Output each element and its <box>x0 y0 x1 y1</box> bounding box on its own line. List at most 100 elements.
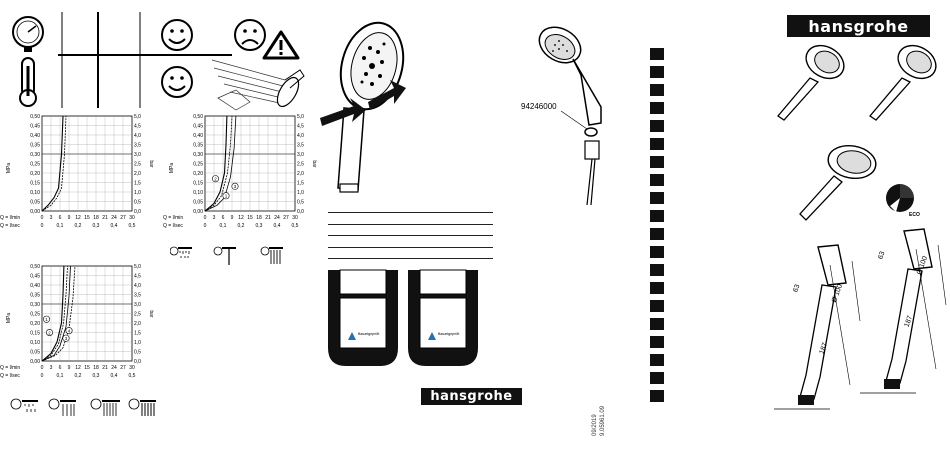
certification-triangle-icon <box>348 332 356 340</box>
y-left-tick-label: 0,45 <box>30 124 40 130</box>
x-lmin-tick-label: 27 <box>120 365 126 371</box>
x-lmin-tick-label: 15 <box>84 365 90 371</box>
y-left-tick-label: 0,00 <box>30 359 40 365</box>
series-line <box>41 265 76 362</box>
x-axis-label-lsec: Q = l/sec <box>163 223 183 229</box>
x-lsec-tick-label: 0 <box>204 223 207 229</box>
series-marker <box>231 182 239 190</box>
x-lsec-tick-label: 0,4 <box>111 223 118 229</box>
y-left-tick-label: 0,30 <box>30 302 40 308</box>
x-lmin-tick-label: 6 <box>222 215 225 221</box>
series-marker-label: 3 <box>234 184 237 189</box>
y-right-tick-label: 5,0 <box>297 114 304 120</box>
y-left-tick-label: 0,45 <box>193 124 203 130</box>
y-right-tick-label: 0,0 <box>134 209 141 215</box>
spray-mode-selector-row-2 <box>10 398 156 416</box>
dimension-drawing-2 <box>860 228 947 394</box>
y-left-tick-label: 0,50 <box>30 114 40 120</box>
hand-shower-parts-illustration <box>538 26 602 205</box>
x-lmin-tick-label: 18 <box>256 215 262 221</box>
y-right-tick-label: 0,0 <box>134 359 141 365</box>
x-lsec-tick-label: 0 <box>41 223 44 229</box>
y-left-tick-label: 0,15 <box>30 181 40 187</box>
x-lmin-tick-label: 9 <box>68 365 71 371</box>
y-left-tick-label: 0,05 <box>193 200 203 206</box>
series-marker <box>222 192 230 200</box>
x-lmin-tick-label: 18 <box>93 215 99 221</box>
x-lmin-tick-label: 30 <box>292 215 298 221</box>
series-marker <box>62 334 70 342</box>
x-lsec-tick-label: 0 <box>41 373 44 379</box>
x-lsec-tick-label: 0,2 <box>75 223 82 229</box>
x-lmin-tick-label: 12 <box>238 215 244 221</box>
x-lmin-tick-label: 24 <box>111 215 117 221</box>
brand-logo-header: hansgrohe <box>787 15 930 37</box>
language-tabs-sidebar <box>650 48 664 408</box>
y-right-tick-label: 0,0 <box>297 209 304 215</box>
pressure-temperature-header <box>12 12 305 111</box>
svg-text:Bauartgeprüft: Bauartgeprüft <box>358 332 379 336</box>
series-marker-label: 2 <box>214 177 217 182</box>
x-axis-label-lmin: Q = l/min <box>0 215 20 221</box>
x-lsec-tick-label: 0,5 <box>129 373 136 379</box>
x-lsec-tick-label: 0,1 <box>57 223 64 229</box>
intense-spray-icon <box>260 246 283 264</box>
sad-face-icon <box>234 19 266 51</box>
rain-spray-icon <box>170 246 192 258</box>
x-axis-label-lmin: Q = l/min <box>0 365 20 371</box>
y-axis-label-mpa: MPa <box>6 163 12 174</box>
y-axis-label-mpa: MPa <box>169 163 175 174</box>
y-right-tick-label: 2,5 <box>297 162 304 168</box>
series-marker-label: 1 <box>45 317 48 322</box>
y-right-tick-label: 1,5 <box>297 181 304 187</box>
series-line <box>41 265 68 362</box>
y-right-tick-label: 3,0 <box>134 152 141 158</box>
hand-shower-variants <box>777 44 937 121</box>
y-left-tick-label: 0,40 <box>193 133 203 139</box>
x-lmin-tick-label: 6 <box>59 215 62 221</box>
y-left-tick-label: 0,10 <box>30 340 40 346</box>
certification-holder-2: Bauartgeprüft <box>408 269 478 366</box>
y-left-tick-label: 0,30 <box>30 152 40 158</box>
y-right-tick-label: 4,5 <box>134 274 141 280</box>
y-left-tick-label: 0,05 <box>30 350 40 356</box>
y-left-tick-label: 0,15 <box>193 181 203 187</box>
mix-spray-icon <box>48 398 76 416</box>
series-line <box>41 265 71 362</box>
x-lmin-tick-label: 30 <box>129 215 135 221</box>
y-right-tick-label: 2,5 <box>134 312 141 318</box>
x-lmin-tick-label: 24 <box>111 365 117 371</box>
x-lsec-tick-label: 0,2 <box>75 373 82 379</box>
x-axis-label-lmin: Q = l/min <box>163 215 183 221</box>
y-right-tick-label: 4,0 <box>297 133 304 139</box>
y-left-tick-label: 0,45 <box>30 274 40 280</box>
y-right-tick-label: 1,5 <box>134 331 141 337</box>
series-marker-label: 2 <box>48 330 51 335</box>
y-right-tick-label: 3,5 <box>134 143 141 149</box>
series-marker <box>45 329 53 337</box>
y-left-tick-label: 0,00 <box>30 209 40 215</box>
y-right-tick-label: 0,5 <box>134 350 141 356</box>
y-right-tick-label: 4,0 <box>134 283 141 289</box>
dimension-drawings <box>774 228 947 410</box>
brand-logo: hansgrohe <box>421 388 522 405</box>
y-right-tick-label: 4,5 <box>134 124 141 130</box>
pressure-gauge-icon <box>12 16 44 52</box>
rotate-right-arrow-icon <box>368 80 406 110</box>
y-right-tick-label: 4,0 <box>134 133 141 139</box>
happy-face-icon <box>161 66 193 98</box>
series-marker <box>211 175 219 183</box>
y-left-tick-label: 0,20 <box>30 321 40 327</box>
hand-shower-variant-3 <box>799 145 877 221</box>
series-line <box>204 115 237 212</box>
y-right-tick-label: 2,0 <box>134 171 141 177</box>
x-lmin-tick-label: 3 <box>213 215 216 221</box>
hand-shower-variant-1 <box>777 44 845 121</box>
series-line <box>204 115 228 212</box>
x-lmin-tick-label: 12 <box>75 365 81 371</box>
y-right-tick-label: 1,5 <box>134 181 141 187</box>
y-left-tick-label: 0,40 <box>30 283 40 289</box>
x-lmin-tick-label: 3 <box>50 215 53 221</box>
y-right-tick-label: 2,0 <box>297 171 304 177</box>
document-date: 09/2019 <box>592 414 598 436</box>
